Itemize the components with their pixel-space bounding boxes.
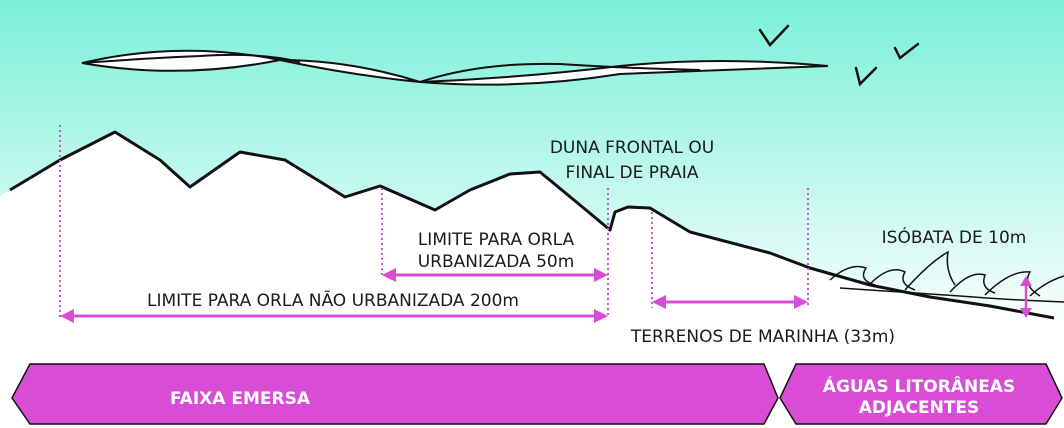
arrow-terrenos-marinha bbox=[652, 295, 808, 309]
label-terrenos-marinha: TERRENOS DE MARINHA (33m) bbox=[630, 327, 895, 347]
label-duna-frontal-line1: DUNA FRONTAL OU bbox=[550, 138, 714, 158]
band-aguas-litoraneas: ÁGUAS LITORÂNEAS ADJACENTES bbox=[779, 363, 1063, 425]
wave-sketch-icon bbox=[829, 250, 1064, 303]
label-limite-200m: LIMITE PARA ORLA NÃO URBANIZADA 200m bbox=[147, 289, 519, 311]
band-aguas-label-line1: ÁGUAS LITORÂNEAS bbox=[823, 375, 1015, 397]
arrow-urbanizada-50m bbox=[382, 268, 608, 282]
band-faixa-emersa: FAIXA EMERSA bbox=[11, 363, 779, 425]
terrain-profile bbox=[9, 130, 1055, 320]
bird-icon bbox=[758, 24, 920, 87]
arrow-isobata-depth bbox=[1020, 276, 1032, 318]
label-isobata: ISÓBATA DE 10m bbox=[882, 226, 1027, 248]
band-aguas-label-line2: ADJACENTES bbox=[859, 398, 980, 418]
label-limite-50m-line2: URBANIZADA 50m bbox=[418, 252, 575, 272]
boundary-lines bbox=[59, 125, 809, 318]
label-duna-frontal-line2: FINAL DE PRAIA bbox=[566, 163, 699, 183]
ground-fill bbox=[0, 132, 1064, 428]
label-limite-50m-line1: LIMITE PARA ORLA bbox=[418, 230, 575, 250]
cloud-sketch-icon bbox=[81, 49, 829, 86]
arrow-nao-urbanizada-200m bbox=[60, 309, 608, 323]
band-faixa-emersa-label: FAIXA EMERSA bbox=[170, 389, 311, 409]
